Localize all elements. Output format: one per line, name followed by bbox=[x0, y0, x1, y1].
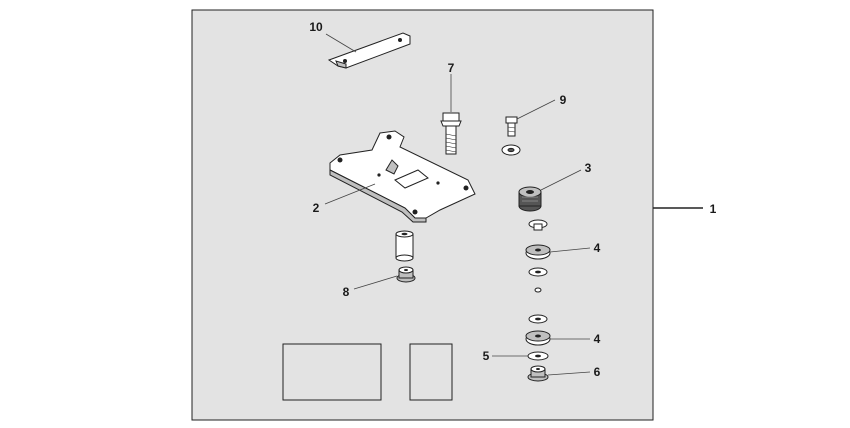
callout-8: 8 bbox=[343, 285, 350, 299]
bracket-plate-part bbox=[329, 130, 476, 223]
collar-stack-lower bbox=[525, 314, 551, 361]
callout-7: 7 bbox=[448, 61, 455, 75]
callout-5: 5 bbox=[483, 349, 490, 363]
callout-1: 1 bbox=[710, 202, 717, 216]
callout-4-lower: 4 bbox=[594, 332, 601, 346]
instruction-sheet bbox=[282, 343, 382, 401]
spacer-collar-part bbox=[395, 230, 416, 283]
callout-3: 3 bbox=[585, 161, 592, 175]
stay-bracket-part bbox=[327, 32, 411, 69]
callout-4-upper: 4 bbox=[594, 241, 601, 255]
flange-nut-part bbox=[527, 365, 549, 382]
rubber-damper-part bbox=[518, 186, 542, 212]
callout-10: 10 bbox=[309, 20, 323, 34]
bolt-small-part bbox=[501, 116, 521, 156]
callout-9: 9 bbox=[560, 93, 567, 107]
callout-2: 2 bbox=[313, 201, 320, 215]
label-card bbox=[409, 343, 453, 401]
collar-stack-upper bbox=[525, 219, 551, 293]
bolt-large-part bbox=[440, 112, 462, 155]
callout-6: 6 bbox=[594, 365, 601, 379]
